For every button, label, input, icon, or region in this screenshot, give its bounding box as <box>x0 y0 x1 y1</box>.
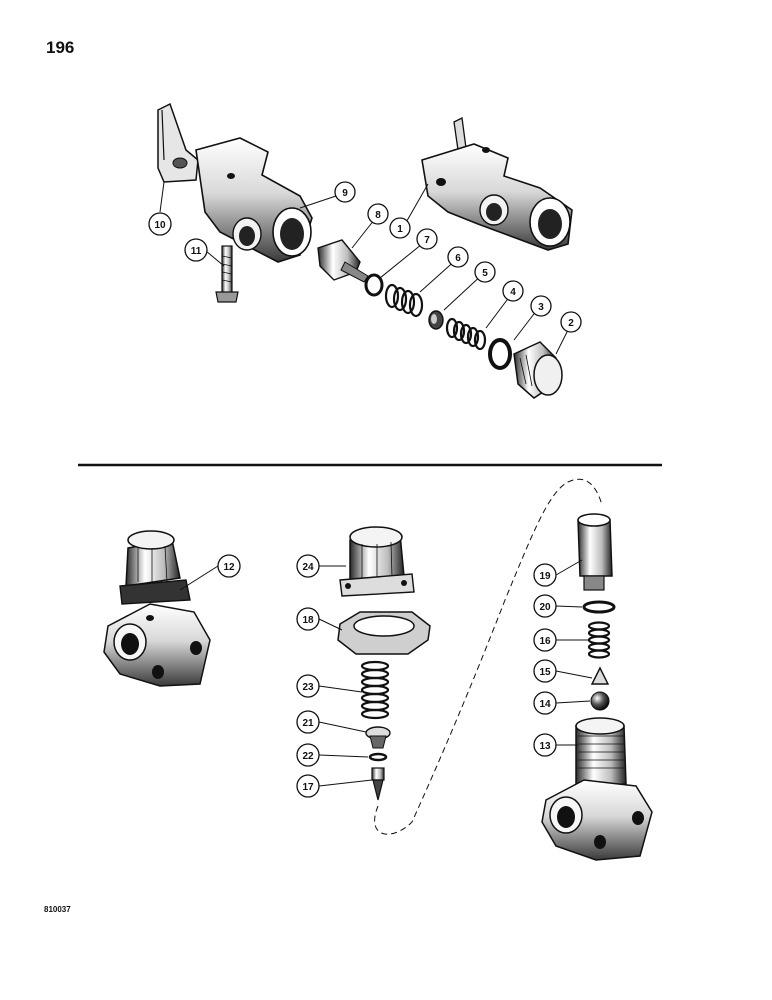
svg-text:13: 13 <box>539 741 551 752</box>
callout-4: 4 <box>502 280 524 302</box>
callout-7: 7 <box>416 228 438 250</box>
part-valve-body-right <box>421 117 573 251</box>
part-valve-body-left <box>195 137 313 263</box>
part-adjusting-screw <box>371 767 385 801</box>
svg-text:18: 18 <box>302 615 314 626</box>
part-bracket <box>157 102 199 183</box>
part-washer <box>488 338 512 370</box>
callout-22: 22 <box>296 743 320 767</box>
part-o-ring-medium <box>582 600 616 614</box>
callout-1: 1 <box>389 217 411 239</box>
svg-text:16: 16 <box>539 636 551 647</box>
svg-text:23: 23 <box>302 682 314 693</box>
part-spring-large <box>384 283 424 318</box>
callout-19: 19 <box>533 563 557 587</box>
callout-15: 15 <box>533 659 557 683</box>
callout-12: 12 <box>217 554 241 578</box>
page-number: 196 <box>46 38 75 57</box>
part-spring-guide <box>365 726 391 749</box>
svg-text:9: 9 <box>342 188 348 199</box>
top-assembly <box>157 102 573 399</box>
callout-14: 14 <box>533 691 557 715</box>
callout-21: 21 <box>296 710 320 734</box>
callout-3: 3 <box>530 295 552 317</box>
svg-text:11: 11 <box>191 246 202 257</box>
part-relief-valve-assembly <box>103 530 211 687</box>
part-piston <box>577 513 613 591</box>
svg-text:1: 1 <box>397 224 403 235</box>
callout-5: 5 <box>474 261 496 283</box>
svg-text:24: 24 <box>302 562 314 573</box>
part-spring-medium <box>587 621 611 659</box>
part-nut <box>337 611 431 655</box>
callout-8: 8 <box>367 203 389 225</box>
callout-6: 6 <box>447 246 469 268</box>
svg-text:17: 17 <box>302 782 314 793</box>
part-bolt <box>215 245 239 303</box>
part-ball <box>590 691 610 711</box>
part-cap <box>339 526 415 597</box>
svg-text:19: 19 <box>539 571 551 582</box>
svg-text:22: 22 <box>302 751 314 762</box>
part-valve-body-bottom <box>541 717 653 861</box>
svg-text:20: 20 <box>539 602 551 613</box>
callout-11: 11 <box>184 238 208 262</box>
svg-text:2: 2 <box>568 318 574 329</box>
svg-text:8: 8 <box>375 210 381 221</box>
part-seat <box>428 310 444 330</box>
callout-24: 24 <box>296 554 320 578</box>
callout-20: 20 <box>533 594 557 618</box>
callout-23: 23 <box>296 674 320 698</box>
svg-text:5: 5 <box>482 268 488 279</box>
callout-17: 17 <box>296 774 320 798</box>
svg-text:7: 7 <box>424 235 430 246</box>
part-o-ring-small <box>368 752 388 762</box>
svg-text:15: 15 <box>539 667 551 678</box>
callout-10: 10 <box>148 212 172 236</box>
part-retainer <box>590 666 610 685</box>
svg-text:3: 3 <box>538 302 544 313</box>
part-plug <box>513 341 563 399</box>
callout-18: 18 <box>296 607 320 631</box>
callout-2: 2 <box>560 311 582 333</box>
svg-text:4: 4 <box>510 287 516 298</box>
part-spring-small <box>445 317 487 351</box>
callout-9: 9 <box>334 181 356 203</box>
figure-code: 810037 <box>44 905 71 914</box>
callout-16: 16 <box>533 628 557 652</box>
svg-text:14: 14 <box>539 699 551 710</box>
part-spring-tall <box>360 660 390 720</box>
svg-text:10: 10 <box>154 220 166 231</box>
callout-13: 13 <box>533 733 557 757</box>
svg-text:6: 6 <box>455 253 461 264</box>
part-spool <box>317 239 369 283</box>
assembly-path-line <box>374 478 603 835</box>
svg-text:12: 12 <box>223 562 235 573</box>
svg-text:21: 21 <box>302 718 314 729</box>
part-o-ring <box>364 273 384 297</box>
